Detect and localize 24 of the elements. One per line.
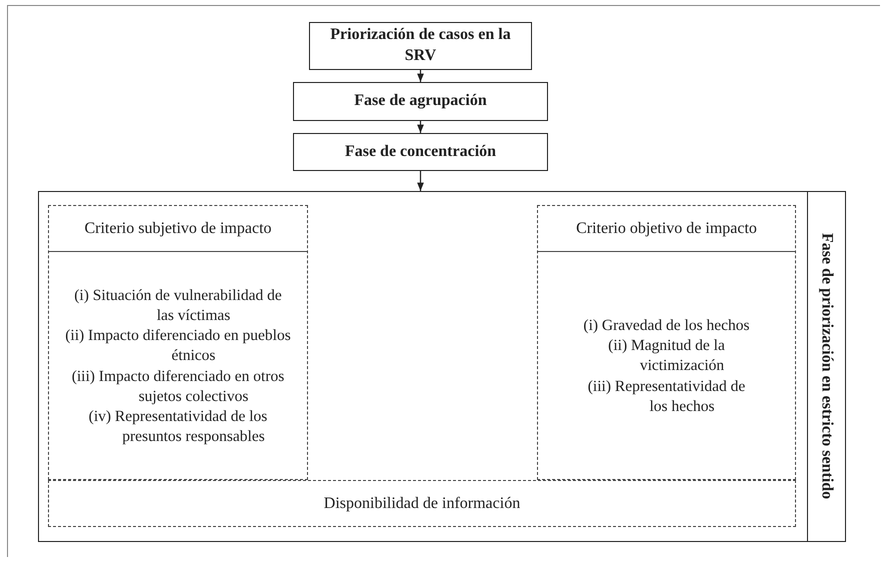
criteria-heading: Criterio subjetivo de impacto: [49, 206, 307, 252]
arrow: [417, 121, 424, 133]
criterion-item: (iv) Representatividad de los presuntos responsables: [88, 406, 268, 447]
criterion-item: (i) Situación de vulnerabilidad de las víctimas: [73, 286, 283, 326]
criterion-item: (iii) Impacto diferenciado en otros sujetos colectivos: [70, 366, 286, 407]
criterion-item: (i) Gravedad de los hechos: [582, 316, 751, 336]
phase-panel: [38, 191, 846, 542]
criteria-heading: Criterio objetivo de impacto: [538, 206, 795, 252]
box-label: Fase de agrupación: [353, 91, 488, 112]
criteria-box: [537, 205, 796, 480]
criteria-label: Disponibilidad de información: [324, 494, 520, 512]
phase-label: Fase de priorización en estricto sentido: [818, 233, 836, 500]
criteria-box: [48, 480, 796, 527]
arrow: [417, 171, 424, 191]
process-box: [293, 82, 548, 121]
criterion-item: (iii) Representatividad de los hechos: [586, 376, 746, 417]
box-label: Fase de concentración: [344, 142, 498, 162]
arrow: [417, 70, 424, 82]
process-box: [293, 133, 548, 171]
process-box: [309, 22, 532, 70]
criterion-item: (ii) Magnitud de la victimización: [607, 336, 726, 376]
criterion-item: (ii) Impacto diferenciado en pueblos étnicos: [65, 326, 291, 366]
box-label: Priorización de casos en la SRV: [329, 25, 512, 66]
criteria-box: [48, 205, 308, 480]
